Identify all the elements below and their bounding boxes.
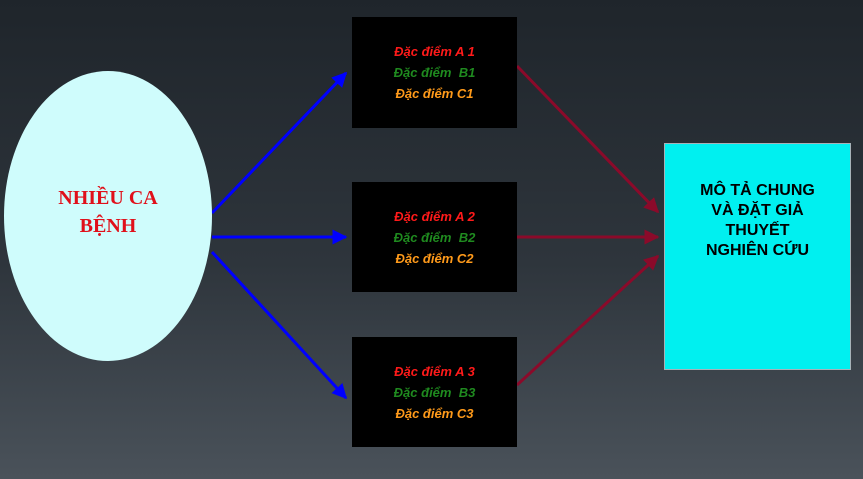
target-label: MÔ TẢ CHUNG VÀ ĐẶT GIẢ THUYẾT NGHIÊN CỨU bbox=[700, 182, 815, 259]
feature-a3: Đặc điểm A 3 bbox=[394, 363, 475, 379]
feature-a2: Đặc điểm A 2 bbox=[394, 208, 475, 224]
feature-b1: Đặc điểm B1 bbox=[393, 65, 476, 80]
source-label: NHIỀU CA BỆNH bbox=[58, 187, 158, 237]
feature-b3: Đặc điểm B3 bbox=[393, 384, 476, 400]
arrow-group-1-to-target bbox=[515, 64, 660, 214]
target-box: MÔ TẢ CHUNG VÀ ĐẶT GIẢ THUYẾT NGHIÊN CỨU bbox=[664, 143, 851, 370]
feature-b2: Đặc điểm B2 bbox=[393, 229, 476, 245]
feature-group-1: Đặc điểm A 1 Đặc điểm B1 Đặc điểm C1 bbox=[352, 17, 517, 128]
arrow-source-to-group-3 bbox=[210, 250, 348, 400]
feature-c2: Đặc điểm C2 bbox=[395, 250, 474, 266]
arrow-group-3-to-target bbox=[515, 254, 660, 387]
feature-c1: Đặc điểm C1 bbox=[395, 86, 474, 101]
feature-group-2: Đặc điểm A 2 Đặc điểm B2 Đặc điểm C2 bbox=[352, 182, 517, 292]
source-ellipse: NHIỀU CA BỆNH bbox=[4, 71, 212, 361]
feature-a1: Đặc điểm A 1 bbox=[394, 44, 475, 59]
feature-group-3: Đặc điểm A 3 Đặc điểm B3 Đặc điểm C3 bbox=[352, 337, 517, 447]
arrow-source-to-group-1 bbox=[210, 71, 348, 215]
feature-c3: Đặc điểm C3 bbox=[395, 405, 474, 421]
